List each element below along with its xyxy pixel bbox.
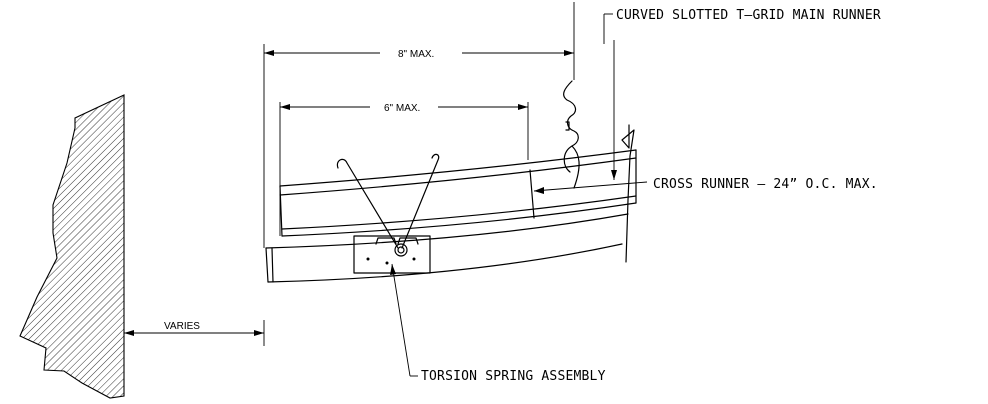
main-runner-callout: CURVED SLOTTED T—GRID MAIN RUNNER bbox=[616, 8, 881, 23]
leader-lines bbox=[390, 13, 648, 377]
break-line bbox=[621, 124, 637, 263]
curved-main-runner bbox=[265, 149, 637, 283]
torsion-spring-assembly bbox=[336, 153, 440, 274]
cross-runner-callout: CROSS RUNNER — 24” O.C. MAX. bbox=[653, 177, 878, 192]
torsion-spring-callout: TORSION SPRING ASSEMBLY bbox=[421, 369, 606, 384]
six-inch-max-label: 6" MAX. bbox=[384, 103, 420, 114]
varies-dimension: VARIES bbox=[124, 320, 265, 346]
eight-inch-max-label: 8" MAX. bbox=[398, 49, 434, 60]
wall-section bbox=[19, 94, 125, 399]
six-inch-max-dimension: 6" MAX. bbox=[279, 102, 529, 236]
eight-inch-max-dimension: 8" MAX. bbox=[263, 44, 574, 248]
cross-runner-attachment bbox=[563, 80, 580, 189]
wall-hatch bbox=[19, 94, 125, 399]
varies-label: VARIES bbox=[164, 321, 200, 332]
